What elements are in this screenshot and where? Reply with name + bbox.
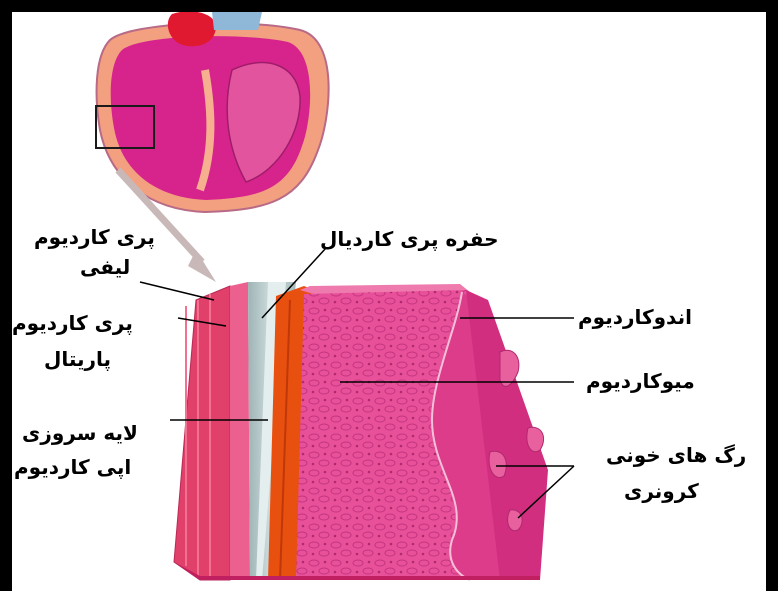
fibrous-pericardium-layer	[174, 286, 230, 580]
coronary-vessel-4	[508, 510, 523, 531]
heart-wall-diagram	[12, 12, 766, 591]
label-parietal-pericardium-line2: پاریتال	[44, 348, 111, 371]
label-coronary-vessels-line1: رگ های خونی	[606, 444, 746, 467]
coronary-vessel-2	[527, 427, 544, 451]
label-parietal-pericardium-line1: پری کاردیوم	[12, 312, 133, 335]
label-myocardium: میوکاردیوم	[586, 370, 695, 393]
label-serous-epicardium-line2: اپی کاردیوم	[14, 456, 131, 479]
label-serous-epicardium-line1: لایه سروزی	[22, 422, 138, 445]
diagram-panel: پری کاردیوم لیفی حفره پری کاردیال پری کا…	[12, 12, 766, 591]
leader-fibrous	[140, 282, 214, 300]
label-fibrous-pericardium-line1: پری کاردیوم	[34, 226, 155, 249]
label-fibrous-pericardium-line2: لیفی	[80, 256, 130, 279]
wall-cross-section	[174, 282, 548, 580]
label-pericardial-cavity: حفره پری کاردیال	[320, 228, 499, 251]
pulmonary-vessel	[212, 12, 262, 30]
label-endocardium: اندوکاردیوم	[578, 306, 692, 329]
parietal-pericardium-layer	[230, 282, 250, 580]
label-coronary-vessels-line2: کرونری	[624, 480, 699, 503]
